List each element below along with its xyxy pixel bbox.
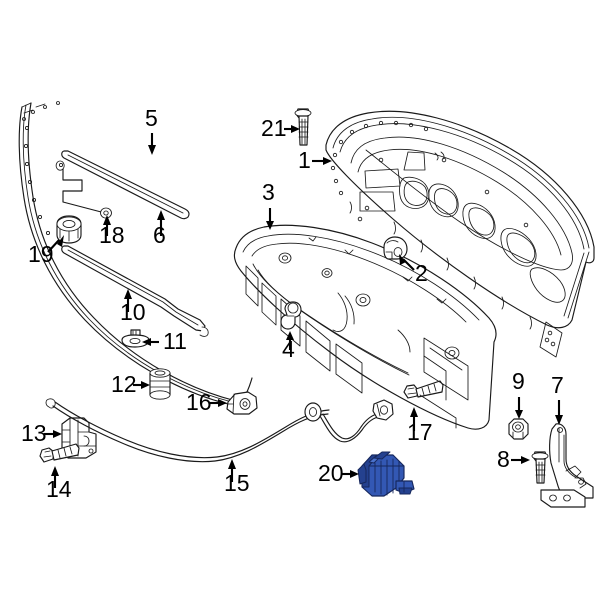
part-hood-ajar-switch-highlighted	[357, 451, 415, 497]
part-hood-panel	[325, 110, 595, 358]
part-cable-retainer-clip	[226, 391, 258, 415]
part-prop-rod-clip-assembly	[55, 160, 112, 219]
callout-number-17: 17	[407, 419, 433, 445]
part-insulator-retainer	[280, 301, 302, 330]
callout-numbers: 1 2 3 4 5 6 7 8 9 10 11 12 13 14 15 16 1…	[21, 105, 564, 502]
part-hood-insulator-clip	[383, 236, 408, 260]
callout-number-4: 4	[282, 336, 295, 362]
part-release-handle-bolt	[39, 443, 80, 463]
prop-rod-clip-eyelet	[100, 207, 112, 219]
part-hood-hinge	[540, 423, 594, 508]
callout-number-6: 6	[153, 222, 166, 248]
callout-number-21: 21	[261, 115, 287, 141]
part-prop-rod-bolt	[121, 329, 150, 348]
callout-number-15: 15	[224, 470, 250, 496]
callout-number-9: 9	[512, 368, 525, 394]
insulator-hole-3	[355, 293, 371, 307]
callout-number-13: 13	[21, 420, 47, 446]
callout-number-11: 11	[163, 328, 187, 354]
part-hood-panel-bolt	[294, 108, 312, 146]
part-hood-insulation-pad	[233, 224, 497, 430]
part-hood-prop-rod	[61, 150, 190, 220]
callout-number-18: 18	[99, 222, 125, 248]
callout-number-20: 20	[318, 460, 344, 486]
cable-end-connector	[372, 399, 394, 421]
callout-number-14: 14	[46, 476, 72, 502]
insulator-hole-1	[278, 252, 292, 264]
part-hinge-bolt	[531, 451, 549, 484]
part-prop-rod-grommet	[56, 215, 82, 244]
part-prop-rod-bushing	[149, 368, 171, 400]
part-hood-weatherstrip-seal	[18, 101, 253, 405]
part-hood-release-cable	[45, 398, 394, 463]
callout-number-1: 1	[298, 147, 311, 173]
callout-leaders	[44, 125, 563, 488]
callout-number-16: 16	[186, 389, 212, 415]
part-hood-prop-rod-secondary	[61, 245, 209, 337]
callout-number-19: 19	[28, 241, 54, 267]
callout-number-8: 8	[497, 446, 510, 472]
callout-number-5: 5	[145, 105, 158, 131]
part-hinge-nut	[508, 418, 529, 440]
part-latch-bolt	[403, 380, 444, 399]
insulator-hole-2	[321, 268, 333, 278]
cable-grommet-mid	[304, 402, 322, 422]
callout-number-7: 7	[551, 372, 564, 398]
callout-number-2: 2	[415, 260, 428, 286]
callout-number-10: 10	[120, 299, 146, 325]
callout-number-12: 12	[111, 371, 137, 397]
callout-number-3: 3	[262, 179, 275, 205]
